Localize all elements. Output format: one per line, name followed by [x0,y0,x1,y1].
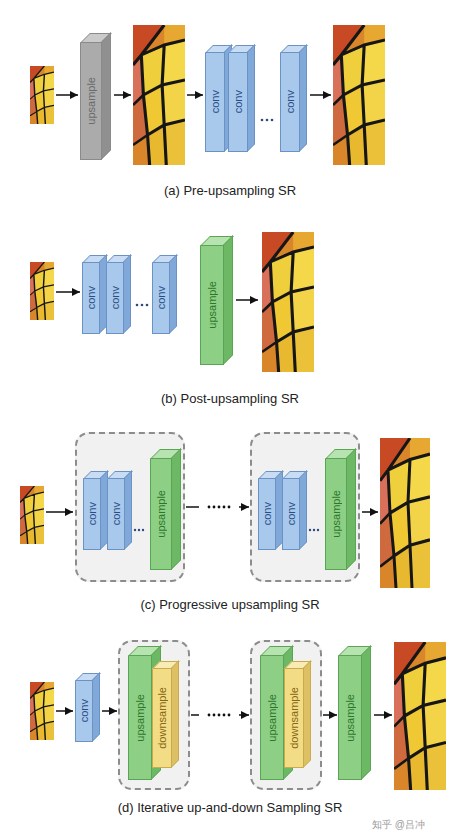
input-image [30,262,54,320]
panel-caption: (b) Post-upsampling SR [0,391,457,406]
layer-name: upsample [266,694,278,742]
layer-name: upsample [206,281,218,329]
layer-name: conv [285,502,297,525]
layer-name: conv [155,286,167,309]
sampling-layer: upsample [80,42,102,160]
sampling-layer: downsample [284,668,304,768]
layer-name: conv [261,502,273,525]
conv-layer: conv [83,478,101,550]
group-box: conv conv upsample [75,432,185,582]
layer-name: conv [209,90,221,113]
connector-arrow [191,714,249,716]
conv-layer: conv [280,52,300,152]
layer-name: conv [78,699,90,722]
conv-layer: conv [205,52,225,152]
layer-name: conv [284,90,296,113]
layer-name: upsample [155,490,167,538]
connector-arrow [186,506,249,508]
conv-layer: conv [106,262,124,334]
sampling-layer: downsample [152,668,172,768]
input-image [20,486,44,544]
input-image [30,682,54,740]
conv-layer: conv [282,478,300,550]
panel-caption: (d) Iterative up-and-down Sampling SR [0,800,457,815]
sampling-layer: upsample [150,458,172,570]
conv-layer: conv [75,680,93,742]
output-image [394,642,446,790]
conv-layer: conv [82,262,100,334]
panel-caption: (a) Pre-upsampling SR [0,183,457,198]
layer-name: upsample [85,77,97,125]
output-image [333,25,385,165]
layer-name: conv [232,90,244,113]
group-box: conv conv upsample [250,432,360,582]
layer-name: conv [85,286,97,309]
layer-name: conv [109,286,121,309]
layer-name: conv [110,502,122,525]
group-box: upsample downsample [118,640,190,790]
layer-name: upsample [344,694,356,742]
connector-arrow [323,714,337,716]
sampling-layer: upsample [200,245,224,365]
output-image [262,232,314,372]
layer-name: upsample [134,694,146,742]
layer-name: conv [86,502,98,525]
panel-caption: (c) Progressive upsampling SR [0,597,457,612]
layer-name: downsample [288,687,300,749]
conv-layer: conv [152,262,170,334]
ellipsis-dots [136,304,149,307]
conv-layer: conv [258,478,276,550]
sampling-layer: upsample [128,655,152,780]
conv-layer: conv [228,52,248,152]
connector-arrow [102,710,117,712]
layer-name: downsample [156,687,168,749]
sampling-layer: upsample [260,655,284,780]
upsampled-image [133,25,185,165]
ellipsis-dots [261,119,274,122]
sampling-layer: upsample [325,458,347,570]
conv-layer: conv [107,478,125,550]
layer-name: upsample [330,490,342,538]
sampling-layer: upsample [338,655,362,780]
group-box: upsample downsample [250,640,322,790]
watermark: 知乎 @吕冲 [372,818,457,832]
input-image [30,66,54,124]
output-image [380,438,430,588]
